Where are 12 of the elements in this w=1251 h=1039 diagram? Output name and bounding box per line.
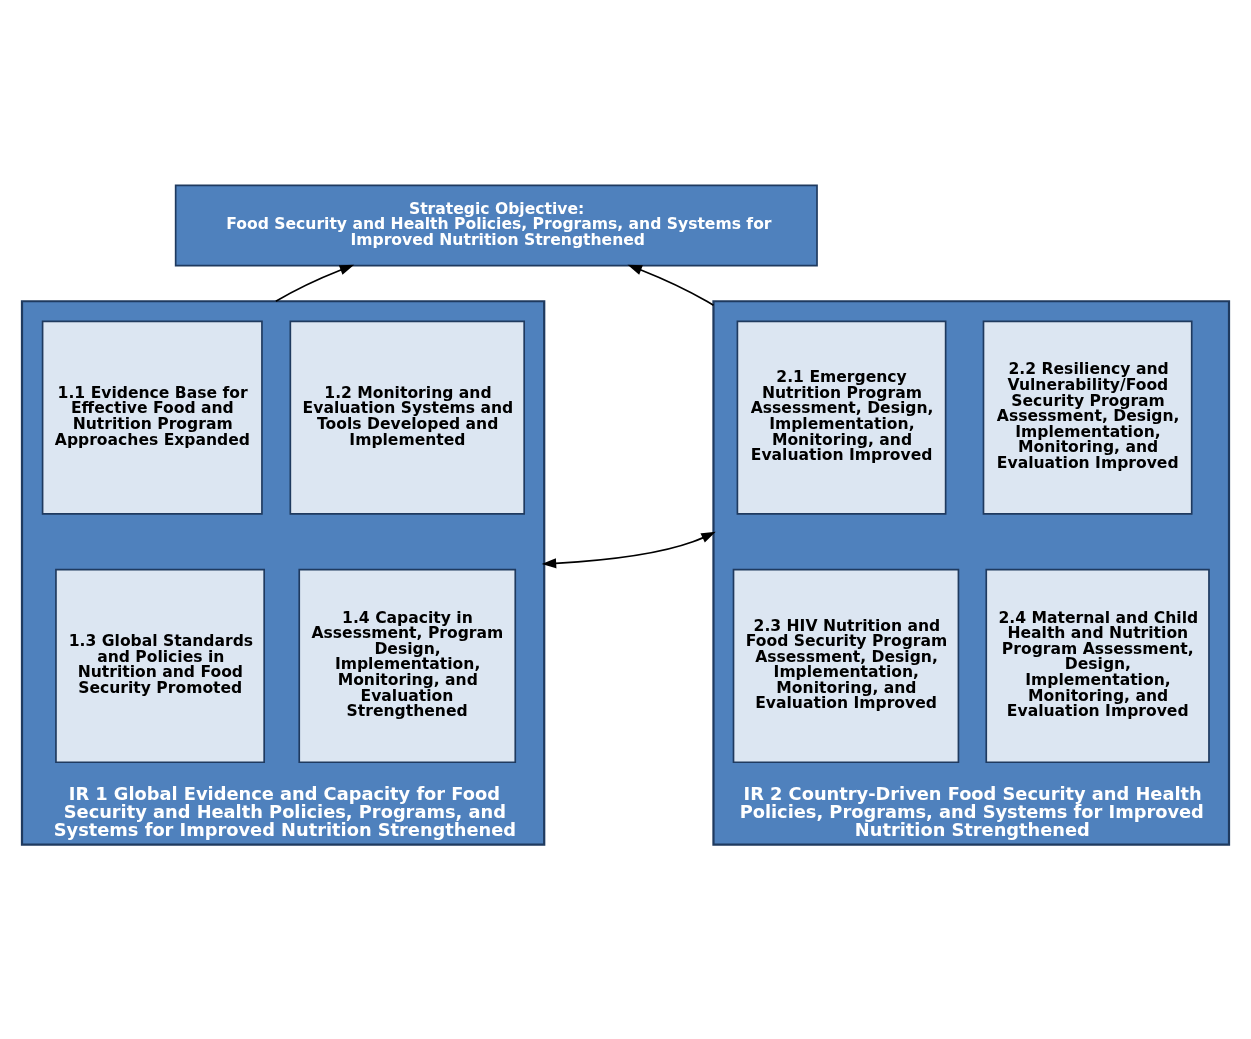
node-box: 1.1 Evidence Base for Effective Food and Nutrition Program Approaches Expanded: [41, 320, 263, 515]
node-box: 1.2 Monitoring and Evaluation Systems and Tools Developed and Implemented: [289, 320, 525, 515]
node-box: 1.3 Global Standards and Policies in Nutrition and Food Security Promoted: [55, 568, 265, 764]
arrow: [275, 264, 355, 303]
node-box: 1.4 Capacity in Assessment, Program Design, Implementation, Monitoring, and Evaluation Strengthened: [298, 568, 517, 764]
node-box: Strategic Objective: Food Security and Health Policies, Programs, and Systems for Improved Nutrition Strengthened: [174, 184, 818, 267]
arrow: [627, 264, 715, 307]
node-box: 2.3 HIV Nutrition and Food Security Program Assessment, Design, Implementation, Monitoring, and Evaluation Improved: [732, 568, 960, 764]
node-box: 2.1 Emergency Nutrition Program Assessment, Design, Implementation, Monitoring, and Evaluation Improved: [736, 320, 947, 515]
node-box: 2.2 Resiliency and Vulnerability/Food Security Program Assessment, Design, Implementation, Monitoring, and Evaluation Improved: [982, 320, 1193, 515]
node-box: 2.4 Maternal and Child Health and Nutrition Program Assessment, Design, Implementation, Monitoring, and Evaluation Improved: [985, 568, 1210, 764]
arrow: [541, 531, 716, 569]
